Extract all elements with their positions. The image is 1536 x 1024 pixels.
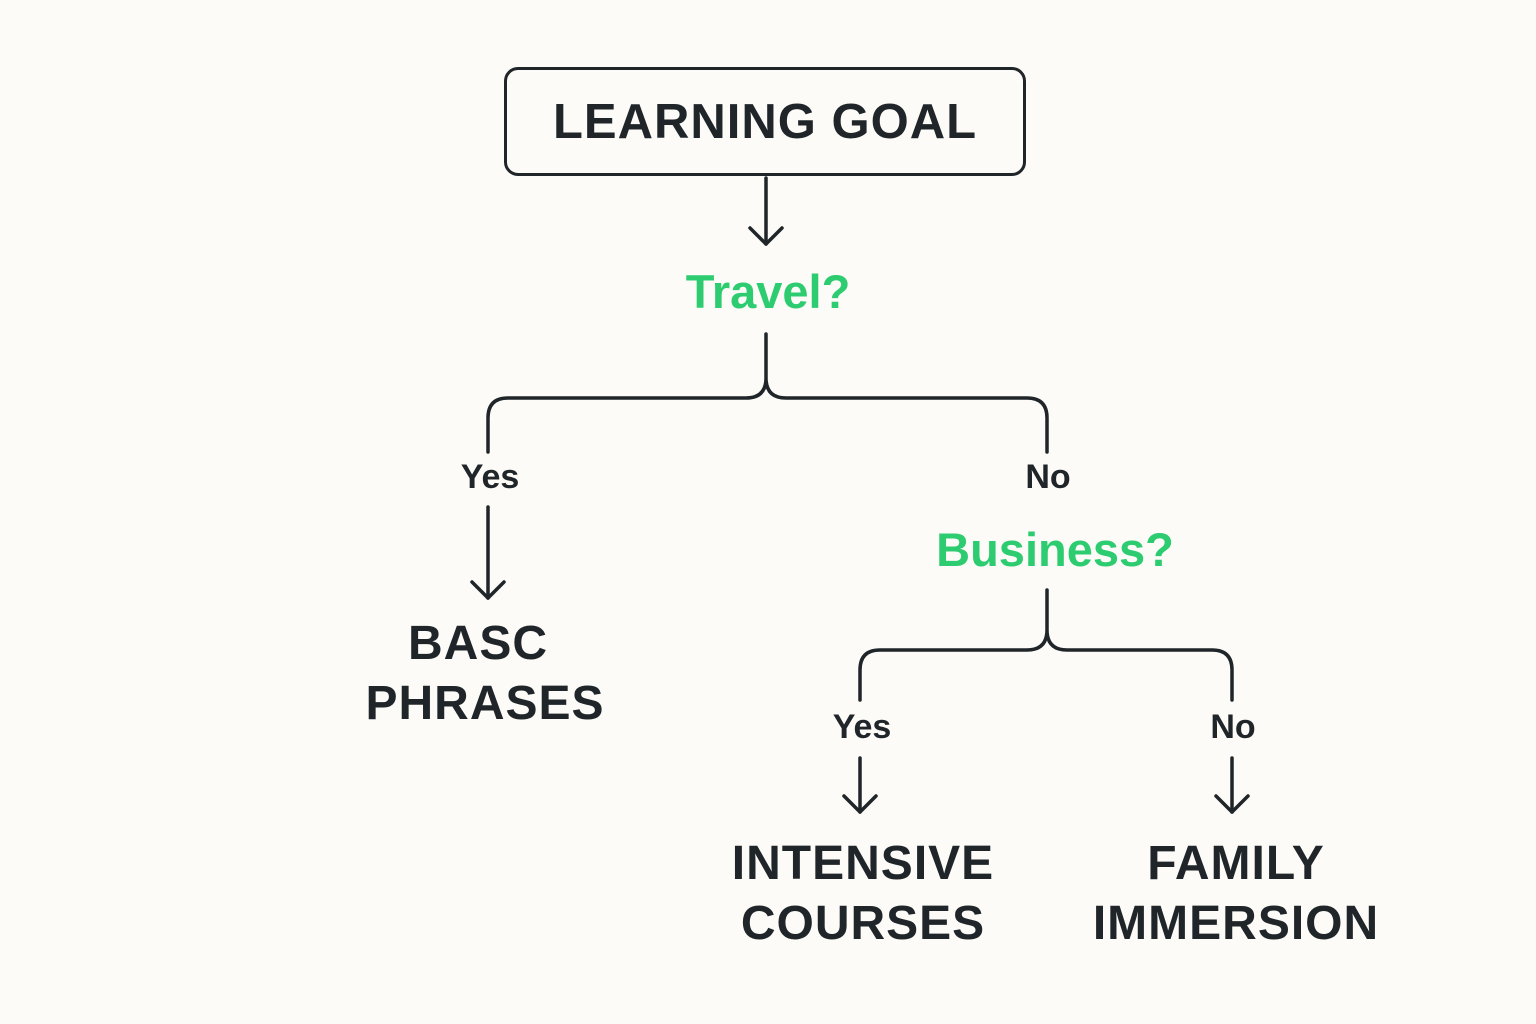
root-to-travel-arrowhead (748, 226, 784, 246)
business-branch-brace (858, 588, 1234, 702)
outcome-intensive-line1: INTENSIVE (731, 837, 995, 890)
outcome-intensive-courses: INTENSIVE COURSES (700, 834, 1026, 954)
travel-yes-label: Yes (460, 458, 520, 496)
business-no-arrowhead (1214, 794, 1250, 814)
outcome-basic-phrases: BASC PHRASES (335, 614, 635, 734)
business-yes-label: Yes (832, 708, 892, 746)
travel-no-label: No (1025, 458, 1071, 496)
root-node: LEARNING GOAL (504, 67, 1026, 176)
root-label: LEARNING GOAL (552, 94, 978, 149)
business-no-label: No (1210, 708, 1256, 746)
travel-question: Travel? (685, 265, 851, 318)
outcome-basic-line1: BASC (407, 617, 548, 670)
outcome-intensive-line2: COURSES (740, 897, 986, 950)
outcome-family-immersion: FAMILY IMMERSION (1070, 834, 1402, 954)
travel-yes-arrowhead (470, 580, 506, 600)
travel-branch-brace (486, 332, 1049, 454)
outcome-basic-line2: PHRASES (365, 677, 605, 730)
outcome-family-line2: IMMERSION (1092, 897, 1380, 950)
business-question: Business? (936, 523, 1174, 576)
business-yes-arrowhead (842, 794, 878, 814)
outcome-family-line1: FAMILY (1147, 837, 1325, 890)
